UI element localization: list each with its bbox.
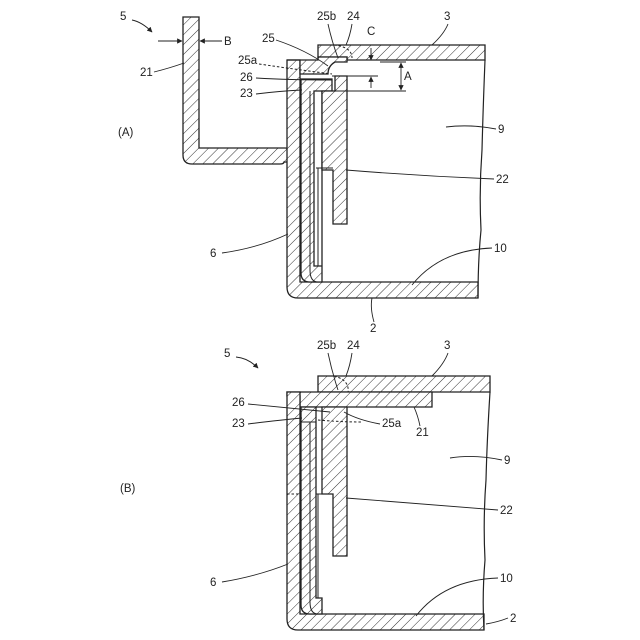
label-23-b: 23 (232, 418, 245, 430)
label-24-b: 24 (347, 340, 360, 352)
leader-24-a (346, 24, 352, 45)
leader-9-b (450, 456, 502, 460)
label-22-b: 22 (500, 505, 513, 517)
label-b: B (224, 36, 232, 48)
label-5-a: 5 (120, 11, 126, 23)
leader-5-a (132, 20, 152, 32)
leader-6-b (222, 564, 288, 582)
label-10-a: 10 (494, 243, 507, 255)
label-2-a: 2 (370, 323, 376, 335)
plate-21-b (287, 392, 432, 407)
label-25b-a: 25b (317, 11, 336, 23)
label-10-b: 10 (500, 573, 513, 585)
label-26-a: 26 (240, 72, 253, 84)
leader-21-a (154, 63, 184, 72)
leader-22-a (346, 170, 494, 179)
label-25a-b: 25a (382, 418, 402, 430)
figure-b: (B) 5 25b 24 3 26 23 25a (120, 340, 516, 630)
leader-2-a (371, 298, 374, 322)
leader-6-a (222, 234, 288, 253)
label-23-a: 23 (240, 88, 253, 100)
leader-9-a (446, 126, 496, 129)
leader-24-b (346, 353, 352, 376)
label-2-b: 2 (510, 613, 516, 625)
leader-22-b (346, 498, 498, 510)
label-6-b: 6 (210, 577, 216, 589)
label-21-a: 21 (140, 67, 153, 79)
figure-a-caption: (A) (118, 127, 134, 139)
leader-3-a (432, 24, 448, 45)
lid-3-b (318, 376, 490, 392)
label-a: A (404, 71, 412, 83)
label-6-a: 6 (210, 248, 216, 260)
wall-6-bottom-2-a (287, 60, 478, 298)
part-22-a (322, 76, 347, 224)
leader-25a-b (344, 412, 380, 424)
bag-23-b (301, 407, 322, 614)
leader-5-b (236, 357, 258, 368)
break-edge-b (483, 392, 490, 630)
leader-10-b (416, 578, 498, 616)
leader-2-b (486, 618, 508, 624)
label-26-b: 26 (232, 397, 245, 409)
label-3-b: 3 (444, 340, 450, 352)
label-21-b: 21 (416, 427, 429, 439)
label-9-b: 9 (504, 455, 510, 467)
label-24-a: 24 (347, 11, 360, 23)
figure-b-caption: (B) (120, 483, 136, 495)
label-25a-a: 25a (238, 55, 258, 67)
part-22-b (322, 407, 347, 556)
label-3-a: 3 (444, 11, 450, 23)
label-5-b: 5 (224, 348, 230, 360)
label-25-a: 25 (262, 33, 275, 45)
leader-10-a (412, 248, 492, 285)
figure-a: (A) 5 B 21 C (118, 11, 509, 335)
label-c: C (367, 26, 375, 38)
leader-21-b (414, 407, 420, 426)
leader-3-b (432, 353, 448, 376)
label-9-a: 9 (498, 124, 504, 136)
label-22-a: 22 (496, 174, 509, 186)
label-25b-b: 25b (317, 340, 336, 352)
